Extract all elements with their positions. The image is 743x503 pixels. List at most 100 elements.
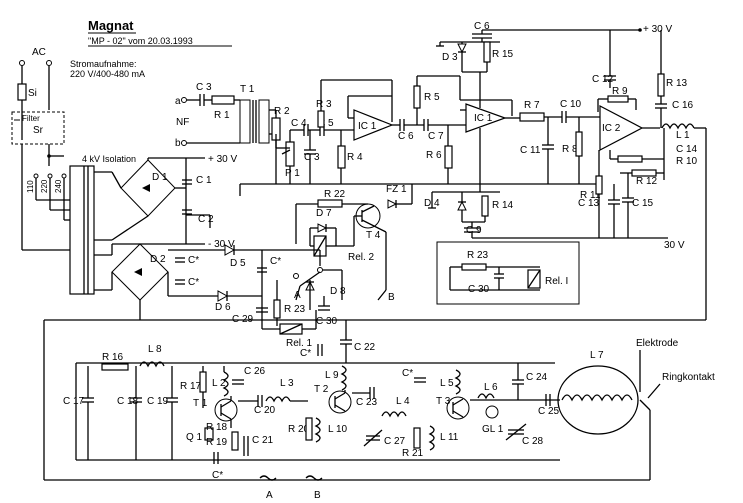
minus30-label: - 30 V bbox=[208, 239, 235, 250]
svg-text:C*: C* bbox=[188, 277, 199, 288]
svg-text:220: 220 bbox=[40, 179, 49, 193]
svg-text:L 9: L 9 bbox=[325, 370, 339, 381]
svg-text:L 11: L 11 bbox=[440, 432, 459, 443]
svg-text:R 19: R 19 bbox=[206, 437, 228, 448]
svg-text:C 17: C 17 bbox=[63, 396, 85, 407]
lamp-gl1 bbox=[485, 405, 499, 419]
svg-text:R 13: R 13 bbox=[666, 78, 688, 89]
svg-text:NF: NF bbox=[176, 117, 189, 128]
svg-text:R 16: R 16 bbox=[102, 352, 124, 363]
svg-text:R 1: R 1 bbox=[214, 110, 230, 121]
svg-text:C 22: C 22 bbox=[354, 342, 376, 353]
svg-text:C 7: C 7 bbox=[428, 131, 444, 142]
svg-text:R 20: R 20 bbox=[288, 424, 310, 435]
svg-text:D 8: D 8 bbox=[330, 286, 346, 297]
svg-text:C 30: C 30 bbox=[316, 316, 338, 327]
svg-text:D 7: D 7 bbox=[316, 208, 332, 219]
svg-text:C 15: C 15 bbox=[632, 198, 654, 209]
svg-text:Rel. 1: Rel. 1 bbox=[286, 338, 313, 349]
svg-text:L 7: L 7 bbox=[590, 350, 604, 361]
ac-label: AC bbox=[32, 47, 46, 58]
resistor-r1 bbox=[211, 95, 235, 105]
svg-text:C 28: C 28 bbox=[522, 436, 544, 447]
svg-text:R 17: R 17 bbox=[180, 381, 202, 392]
svg-text:D 3: D 3 bbox=[442, 52, 458, 63]
plus30-label: + 30 V bbox=[208, 154, 238, 165]
svg-text:D 6: D 6 bbox=[215, 302, 231, 313]
schematic-title: Magnat bbox=[88, 18, 134, 33]
potentiometer-p1 bbox=[285, 141, 295, 167]
svg-text:240: 240 bbox=[54, 179, 63, 193]
opamp-ic1a bbox=[353, 109, 394, 141]
svg-text:C 12: C 12 bbox=[592, 74, 614, 85]
svg-text:C 6: C 6 bbox=[398, 131, 414, 142]
svg-text:C*: C* bbox=[188, 255, 199, 266]
svg-text:L 8: L 8 bbox=[148, 344, 162, 355]
svg-text:Filter: Filter bbox=[22, 114, 40, 123]
isolation-label: 4 kV Isolation bbox=[82, 154, 136, 164]
svg-text:L 10: L 10 bbox=[328, 424, 348, 435]
svg-text:T 3: T 3 bbox=[436, 396, 451, 407]
svg-text:a: a bbox=[175, 96, 181, 107]
svg-text:C 3: C 3 bbox=[304, 152, 320, 163]
crystal-q1 bbox=[204, 427, 214, 441]
ringkontakt-label: Ringkontakt bbox=[662, 372, 715, 383]
svg-text:C 18: C 18 bbox=[117, 396, 139, 407]
svg-text:R 10: R 10 bbox=[676, 156, 698, 167]
svg-text:C 21: C 21 bbox=[252, 435, 274, 446]
svg-text:C 30: C 30 bbox=[468, 284, 490, 295]
svg-text:T 1: T 1 bbox=[240, 84, 255, 95]
svg-text:R 22: R 22 bbox=[324, 189, 346, 200]
svg-text:110: 110 bbox=[26, 180, 35, 193]
relay-detail-box bbox=[436, 241, 580, 305]
svg-text:C 11: C 11 bbox=[520, 145, 541, 156]
svg-text:L 3: L 3 bbox=[280, 378, 294, 389]
svg-text:B: B bbox=[388, 292, 395, 303]
svg-text:IC 2: IC 2 bbox=[602, 123, 621, 134]
svg-text:C*: C* bbox=[300, 348, 311, 359]
fuse-si bbox=[17, 83, 27, 101]
mains-filter bbox=[11, 111, 65, 145]
svg-text:Rel. 2: Rel. 2 bbox=[348, 252, 375, 263]
svg-text:C*: C* bbox=[212, 470, 223, 481]
svg-text:Stromaufnahme:: Stromaufnahme: bbox=[70, 59, 137, 69]
svg-text:C 19: C 19 bbox=[147, 396, 169, 407]
opamp-ic1b bbox=[465, 103, 507, 133]
svg-text:R 3: R 3 bbox=[316, 99, 332, 110]
svg-text:C*: C* bbox=[402, 368, 413, 379]
svg-text:Q 1: Q 1 bbox=[186, 432, 203, 443]
svg-text:Si: Si bbox=[28, 88, 37, 99]
svg-text:R 21: R 21 bbox=[402, 448, 424, 459]
svg-text:C*: C* bbox=[270, 256, 281, 267]
svg-text:L 4: L 4 bbox=[396, 396, 410, 407]
svg-text:C 1: C 1 bbox=[196, 175, 212, 186]
svg-text:R 9: R 9 bbox=[612, 86, 628, 97]
svg-text:R 7: R 7 bbox=[524, 100, 540, 111]
svg-text:D 1: D 1 bbox=[152, 172, 168, 183]
input-transformer-t1 bbox=[239, 99, 251, 144]
svg-text:C 24: C 24 bbox=[526, 372, 548, 383]
minus30-right-label: 30 V bbox=[664, 240, 685, 251]
svg-text:b: b bbox=[175, 138, 181, 149]
transistor-t1 bbox=[214, 398, 238, 422]
svg-text:R 12: R 12 bbox=[636, 176, 658, 187]
svg-text:GL 1: GL 1 bbox=[482, 424, 504, 435]
svg-text:R 2: R 2 bbox=[274, 106, 290, 117]
svg-text:L 2: L 2 bbox=[212, 378, 226, 389]
svg-text:C 23: C 23 bbox=[356, 397, 378, 408]
svg-text:A: A bbox=[266, 490, 273, 501]
svg-text:Rel. I: Rel. I bbox=[545, 276, 568, 287]
svg-text:R 18: R 18 bbox=[206, 422, 228, 433]
svg-text:T 4: T 4 bbox=[366, 230, 381, 241]
transistor-t3 bbox=[446, 396, 470, 420]
svg-text:B: B bbox=[314, 490, 321, 501]
svg-text:C 10: C 10 bbox=[560, 99, 582, 110]
svg-text:R 5: R 5 bbox=[424, 92, 440, 103]
electrode-label: Elektrode bbox=[636, 338, 679, 349]
ring-coil-l7 bbox=[557, 365, 639, 435]
svg-text:R 23: R 23 bbox=[467, 250, 489, 261]
svg-text:C 20: C 20 bbox=[254, 405, 276, 416]
svg-text:D 2: D 2 bbox=[150, 254, 166, 265]
svg-text:R 15: R 15 bbox=[492, 49, 514, 60]
